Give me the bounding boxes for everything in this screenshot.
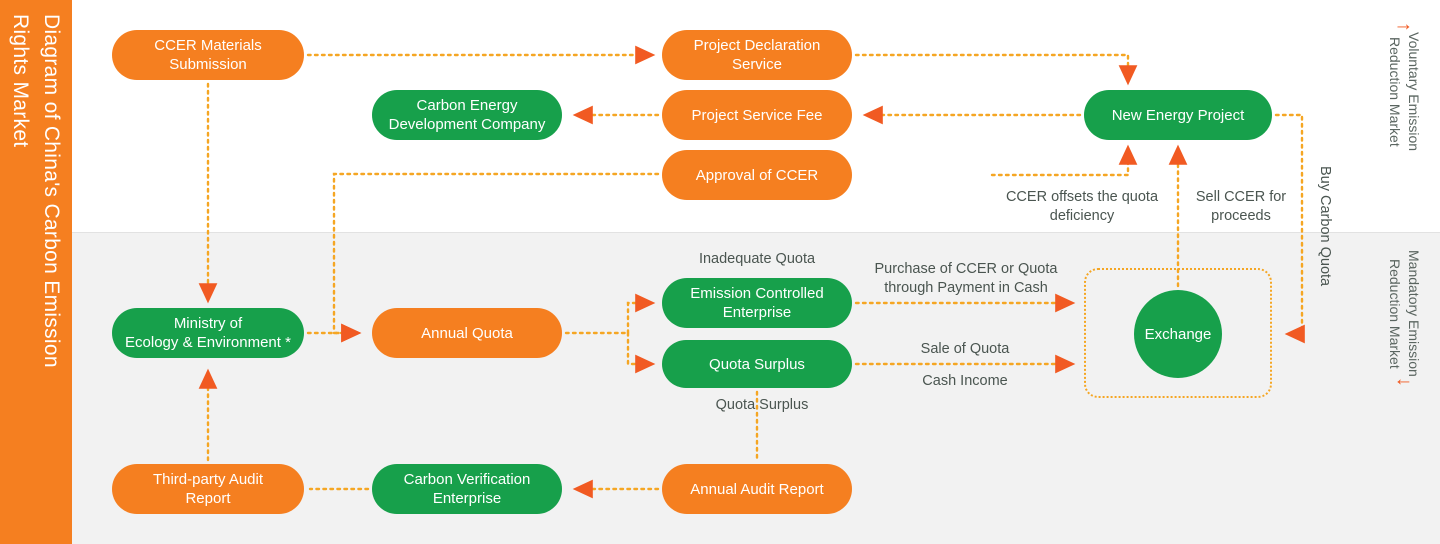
node-carbon-verification-enterprise[interactable]: Carbon Verification Enterprise [372, 464, 562, 514]
page-title: Diagram of China's Carbon Emission Right… [0, 0, 72, 544]
arrow-up-icon: ↑ [1393, 22, 1415, 32]
node-new-energy-project-label: New Energy Project [1111, 106, 1245, 124]
label-purchase-ccer: Purchase of CCER or Quota through Paymen… [874, 261, 1058, 296]
node-carbon-verification-enterprise-label: Carbon Verification Enterprise [403, 471, 531, 507]
node-emission-controlled-enterprise[interactable]: Emission Controlled Enterprise [662, 278, 852, 328]
node-annual-audit-report-label: Annual Audit Report [690, 480, 824, 498]
node-new-energy-project[interactable]: New Energy Project [1084, 90, 1272, 140]
node-ministry-of-ecology[interactable]: Ministry of Ecology & Environment * [112, 308, 304, 358]
node-quota-surplus[interactable]: Quota Surplus [662, 340, 852, 388]
node-third-party-audit-report[interactable]: Third-party Audit Report [112, 464, 304, 514]
label-sell-ccer: Sell CCER for proceeds [1195, 189, 1287, 224]
node-project-service-fee-label: Project Service Fee [691, 106, 823, 124]
node-project-declaration-service[interactable]: Project Declaration Service [662, 30, 852, 80]
label-sale-of-quota: Sale of Quota [920, 341, 1010, 357]
market-divider [72, 232, 1440, 233]
node-exchange[interactable]: Exchange [1134, 290, 1222, 378]
node-emission-controlled-enterprise-label: Emission Controlled Enterprise [690, 285, 824, 321]
node-annual-quota[interactable]: Annual Quota [372, 308, 562, 358]
node-exchange-label: Exchange [1144, 325, 1212, 343]
node-project-declaration-service-label: Project Declaration Service [693, 37, 821, 73]
label-inadequate-quota: Inadequate Quota [698, 251, 816, 267]
node-carbon-energy-dev-company[interactable]: Carbon Energy Development Company [372, 90, 562, 140]
node-ccer-materials-submission[interactable]: CCER Materials Submission [112, 30, 304, 80]
node-approval-of-ccer-label: Approval of CCER [695, 166, 819, 184]
arrow-down-icon: ↓ [1393, 376, 1415, 387]
voluntary-market-text: Voluntary Emission Reduction Market [1387, 32, 1422, 152]
label-quota-surplus-note: Quota Surplus [715, 397, 809, 413]
node-ccer-materials-submission-label: CCER Materials Submission [154, 37, 262, 73]
title-banner: Diagram of China's Carbon Emission Right… [0, 0, 72, 544]
page-title-text: Diagram of China's Carbon Emission Right… [9, 14, 63, 368]
node-annual-audit-report[interactable]: Annual Audit Report [662, 464, 852, 514]
exchange-container [1084, 268, 1272, 398]
node-annual-quota-label: Annual Quota [421, 324, 513, 342]
mandatory-market-text: Mandatory Emission Reduction Market [1387, 250, 1422, 377]
node-approval-of-ccer[interactable]: Approval of CCER [662, 150, 852, 200]
label-cash-income: Cash Income [922, 373, 1008, 389]
voluntary-market-label: ↑ Voluntary Emission Reduction Market [1368, 22, 1440, 222]
mandatory-market-label: Mandatory Emission Reduction Market ↓ [1368, 250, 1440, 460]
node-third-party-audit-report-label: Third-party Audit Report [152, 471, 264, 507]
node-ministry-of-ecology-label: Ministry of Ecology & Environment * [125, 315, 291, 351]
node-project-service-fee[interactable]: Project Service Fee [662, 90, 852, 140]
label-buy-carbon-quota: Buy Carbon Quota [1317, 165, 1333, 287]
node-quota-surplus-label: Quota Surplus [709, 355, 805, 373]
label-ccer-offsets: CCER offsets the quota deficiency [1005, 189, 1159, 224]
node-carbon-energy-dev-company-label: Carbon Energy Development Company [388, 97, 546, 133]
